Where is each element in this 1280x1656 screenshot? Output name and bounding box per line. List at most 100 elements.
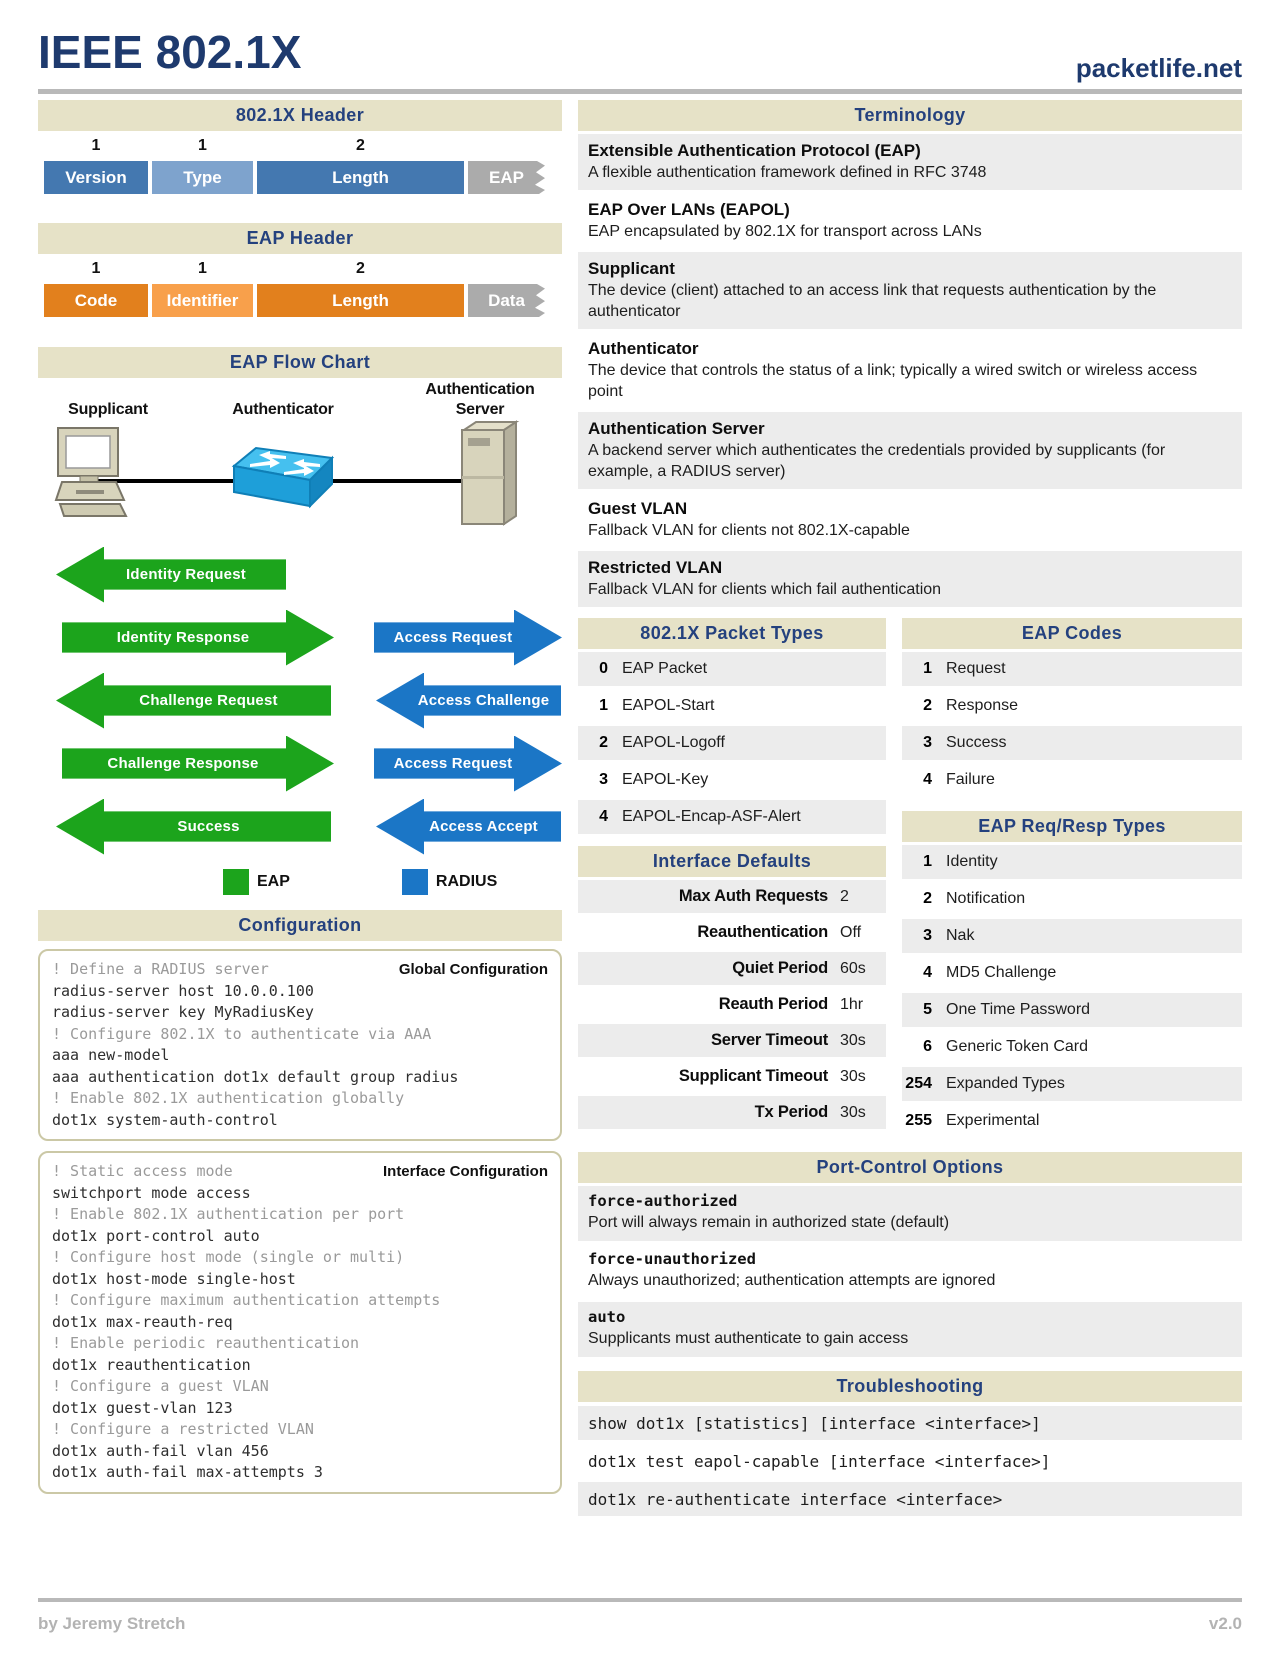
label-cell: Nak bbox=[946, 927, 975, 944]
header-rule bbox=[38, 89, 1242, 94]
flow-arrow-label: Challenge Response bbox=[107, 755, 259, 772]
node-label-authenticator: Authenticator bbox=[232, 401, 334, 418]
flow-row: Challenge Response Access Request bbox=[38, 732, 562, 795]
label-cell: Generic Token Card bbox=[946, 1038, 1088, 1055]
label-cell: MD5 Challenge bbox=[946, 964, 1057, 981]
code-cell: 4 bbox=[923, 964, 932, 981]
port-control-option: force-unauthorized bbox=[588, 1250, 756, 1268]
label-cell: Notification bbox=[946, 890, 1026, 907]
radius-legend-label: RADIUS bbox=[435, 873, 498, 890]
label-cell: One Time Password bbox=[946, 1001, 1091, 1018]
code-cell: 3 bbox=[923, 734, 932, 751]
label-cell: Success bbox=[946, 734, 1007, 751]
term: Extensible Authentication Protocol (EAP) bbox=[588, 141, 921, 160]
flow-row: Success Access Accept bbox=[38, 795, 562, 858]
config-line: radius-server key MyRadiusKey bbox=[52, 1003, 314, 1021]
default-label: Quiet Period bbox=[732, 959, 828, 977]
label-cell: Expanded Types bbox=[946, 1075, 1065, 1092]
eap-byte-counts: 1 1 2 bbox=[38, 260, 562, 284]
config-line: ! Configure maximum authentication attem… bbox=[52, 1291, 441, 1309]
code-cell: 3 bbox=[599, 771, 608, 788]
config-line: ! Configure a guest VLAN bbox=[52, 1377, 269, 1395]
section-flow-chart: EAP Flow Chart Supplicant Authenticator … bbox=[38, 347, 562, 902]
authentication-server-icon bbox=[460, 420, 520, 526]
field-code: Code bbox=[44, 284, 148, 317]
flow-arrow-success: Success bbox=[56, 798, 331, 855]
terminology-item: Supplicant The device (client) attached … bbox=[578, 252, 1242, 329]
flow-arrow-challenge-response: Challenge Response bbox=[62, 736, 334, 792]
config-line: dot1x reauthentication bbox=[52, 1355, 251, 1374]
label-cell: EAPOL-Encap-ASF-Alert bbox=[622, 808, 801, 825]
interface-configuration-block: Interface Configuration ! Static access … bbox=[38, 1151, 562, 1494]
flow-arrow-label: Identity Response bbox=[116, 629, 250, 646]
port-control-item: force-authorized Port will always remain… bbox=[578, 1186, 1242, 1241]
term-description: A flexible authentication framework defi… bbox=[588, 164, 987, 181]
section-eap-header: EAP Header 1 1 2 Code Identifier Length … bbox=[38, 223, 562, 317]
config-line: dot1x max-reauth-req bbox=[52, 1312, 233, 1331]
section-port-control: Port-Control Options force-authorized Po… bbox=[578, 1152, 1242, 1357]
port-control-item: force-unauthorized Always unauthorized; … bbox=[578, 1244, 1242, 1299]
byte-count bbox=[468, 137, 545, 161]
flow-arrow-label: Access Request bbox=[393, 755, 513, 772]
flow-arrow-label: Access Accept bbox=[429, 818, 538, 835]
code-cell: 2 bbox=[923, 697, 932, 714]
config-line: dot1x auth-fail vlan 456 bbox=[52, 1441, 269, 1460]
flow-row: Identity Response Access Request bbox=[38, 606, 562, 669]
section-title-eap-header: EAP Header bbox=[38, 223, 562, 254]
flow-arrow-label: Identity Request bbox=[126, 566, 246, 583]
table-row: 4 MD5 Challenge bbox=[902, 956, 1242, 990]
default-value: 30s bbox=[840, 1067, 866, 1085]
terminology-item: EAP Over LANs (EAPOL) EAP encapsulated b… bbox=[578, 193, 1242, 249]
masthead: IEEE 802.1X packetlife.net bbox=[38, 22, 1242, 86]
config-line: aaa new-model bbox=[52, 1046, 170, 1064]
config-line: ! Configure 802.1X to authenticate via A… bbox=[52, 1024, 432, 1043]
default-label: Max Auth Requests bbox=[678, 887, 828, 905]
section-troubleshooting: Troubleshooting show dot1x [statistics] … bbox=[578, 1371, 1242, 1516]
byte-count: 1 bbox=[198, 260, 207, 277]
code-cell: 0 bbox=[599, 660, 608, 677]
term-description: The device (client) attached to an acces… bbox=[588, 282, 1157, 320]
terminology-item: Extensible Authentication Protocol (EAP)… bbox=[578, 134, 1242, 190]
port-control-item: auto Supplicants must authenticate to ga… bbox=[578, 1302, 1242, 1357]
byte-count: 1 bbox=[91, 137, 101, 154]
node-label-auth-server: Authentication Server bbox=[398, 380, 562, 420]
term: Supplicant bbox=[588, 259, 675, 278]
config-line: ! Enable periodic reauthentication bbox=[52, 1334, 360, 1352]
section-title-dot1x-header: 802.1X Header bbox=[38, 100, 562, 131]
term: Restricted VLAN bbox=[588, 558, 723, 577]
config-line: dot1x host-mode single-host bbox=[52, 1269, 296, 1288]
code-cell: 4 bbox=[923, 771, 932, 788]
default-value: 30s bbox=[840, 1103, 866, 1121]
flow-legend: EAP RADIUS bbox=[38, 862, 562, 902]
label-cell: Identity bbox=[946, 853, 998, 870]
page-footer: by Jeremy Stretch v2.0 bbox=[38, 1598, 1242, 1634]
config-line: switchport mode access bbox=[52, 1183, 251, 1202]
config-context-label: Interface Configuration bbox=[382, 1163, 548, 1180]
section-title-eap-req-resp-types: EAP Req/Resp Types bbox=[902, 811, 1242, 842]
section-title-interface-defaults: Interface Defaults bbox=[578, 846, 886, 877]
default-row: Quiet Period 60s bbox=[578, 952, 886, 985]
config-line: ! Define a RADIUS server bbox=[52, 960, 269, 978]
default-value: 60s bbox=[840, 959, 866, 977]
label-cell: Experimental bbox=[946, 1112, 1040, 1129]
footer-rule bbox=[38, 1598, 1242, 1602]
code-cell: 4 bbox=[599, 808, 608, 825]
code-cell: 1 bbox=[923, 853, 932, 870]
right-column: Terminology Extensible Authentication Pr… bbox=[578, 100, 1242, 1516]
flow-chart-diagram: Supplicant Authenticator Authentication … bbox=[38, 378, 562, 543]
byte-count: 1 bbox=[91, 260, 101, 277]
